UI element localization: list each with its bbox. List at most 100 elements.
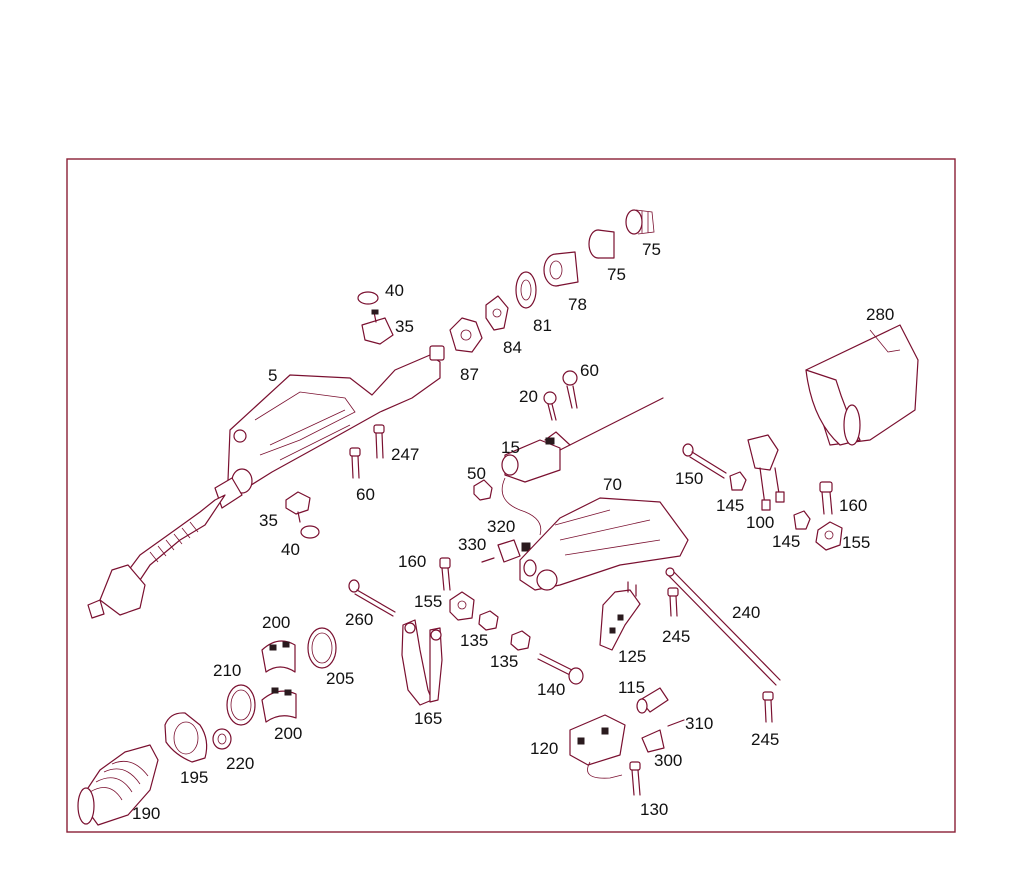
part-5-steering-column (214, 345, 445, 509)
callout-label: 87 (460, 365, 479, 384)
callout-label: 15 (501, 438, 520, 457)
part-300-cap (641, 729, 665, 753)
part-190-boot (77, 744, 159, 826)
part-260-bolt (348, 579, 396, 617)
part-145-nut-upper (729, 471, 747, 491)
callout-label: 150 (675, 469, 703, 488)
callout-label: 200 (262, 613, 290, 632)
part-320-connector (497, 539, 531, 563)
part-70-housing (519, 497, 689, 591)
part-75-bushing-a (588, 229, 615, 259)
part-280-cover (805, 324, 919, 446)
part-155-clamp-right (815, 521, 843, 551)
part-78-bushing (543, 251, 579, 287)
callout-label: 70 (603, 475, 622, 494)
part-100-lever (747, 434, 785, 511)
callout-label: 330 (458, 535, 486, 554)
part-200-bushing-lower (261, 687, 297, 723)
callout-label: 125 (618, 647, 646, 666)
callout-label: 20 (519, 387, 538, 406)
callout-label: 115 (618, 678, 645, 697)
part-35-stop-lower (285, 491, 311, 523)
part-35-stop-upper (361, 309, 394, 345)
part-310-pin (667, 719, 685, 727)
callout-label: 155 (842, 533, 870, 552)
part-5-lower-shaft (87, 494, 226, 619)
callout-label: 135 (460, 631, 488, 650)
callout-label: 210 (213, 661, 241, 680)
callout-label: 75 (607, 265, 626, 284)
callout-label: 320 (487, 517, 515, 536)
part-220-washer (212, 728, 232, 750)
part-150-bolt (682, 443, 727, 479)
part-245-screw-lower (762, 691, 774, 723)
callout-label: 135 (490, 652, 518, 671)
part-205-ring (307, 627, 337, 669)
callout-label: 200 (274, 724, 302, 743)
callout-label: 78 (568, 295, 587, 314)
part-245-screw-upper (667, 587, 679, 617)
callout-label: 240 (732, 603, 760, 622)
callout-label: 300 (654, 751, 682, 770)
part-165-bracket (401, 619, 443, 706)
part-145-nut-lower (793, 510, 811, 530)
callout-label: 260 (345, 610, 373, 629)
callout-label: 130 (640, 800, 668, 819)
part-60-screw-left (349, 447, 361, 479)
part-160-bolt-right (819, 481, 833, 515)
callout-label: 75 (642, 240, 661, 259)
callout-label: 35 (259, 511, 278, 530)
callout-label: 81 (533, 316, 552, 335)
part-140-bolt (537, 653, 584, 685)
part-135-nut-b (510, 630, 531, 651)
part-60-screw-center (562, 370, 578, 409)
callout-label: 190 (132, 804, 160, 823)
callout-label: 100 (746, 513, 774, 532)
callout-label: 247 (391, 445, 419, 464)
part-81-washer (515, 271, 537, 309)
part-40-clip-upper (357, 291, 379, 305)
part-200-bushing-upper (261, 640, 296, 673)
callout-label: 310 (685, 714, 713, 733)
part-160-bolt-left (439, 557, 451, 591)
callout-label: 35 (395, 317, 414, 336)
callout-label: 60 (580, 361, 599, 380)
callout-label: 5 (268, 366, 277, 385)
part-15-wire (501, 477, 542, 536)
callout-label: 60 (356, 485, 375, 504)
callout-label: 155 (414, 592, 442, 611)
diagram-frame (66, 158, 956, 833)
part-115-connector (636, 687, 669, 714)
part-135-nut-a (478, 610, 499, 631)
part-247-screw (373, 424, 385, 459)
part-84-plate (485, 295, 509, 331)
callout-label: 205 (326, 669, 354, 688)
callout-label: 160 (398, 552, 426, 571)
callout-label: 84 (503, 338, 522, 357)
part-125-bracket (599, 581, 641, 651)
callout-label: 40 (385, 281, 404, 300)
callout-label: 50 (467, 464, 486, 483)
callout-label: 145 (772, 532, 800, 551)
part-75-bushing-b (625, 209, 655, 235)
part-210-ring (226, 684, 256, 726)
callout-label: 160 (839, 496, 867, 515)
part-330-pin (481, 557, 495, 563)
callout-label: 220 (226, 754, 254, 773)
callout-label: 245 (662, 627, 690, 646)
callout-label: 280 (866, 305, 894, 324)
callout-label: 40 (281, 540, 300, 559)
part-20-screw (543, 391, 557, 421)
callout-label: 140 (537, 680, 565, 699)
callout-label: 145 (716, 496, 744, 515)
part-87-nut (449, 317, 483, 353)
callout-label: 195 (180, 768, 208, 787)
part-50-nut (473, 479, 493, 501)
callout-label: 120 (530, 739, 558, 758)
callout-label: 245 (751, 730, 779, 749)
part-195-flange (164, 712, 208, 763)
part-15-actuator (501, 397, 664, 483)
callout-label: 165 (414, 709, 442, 728)
part-40-clip-lower (300, 525, 320, 539)
